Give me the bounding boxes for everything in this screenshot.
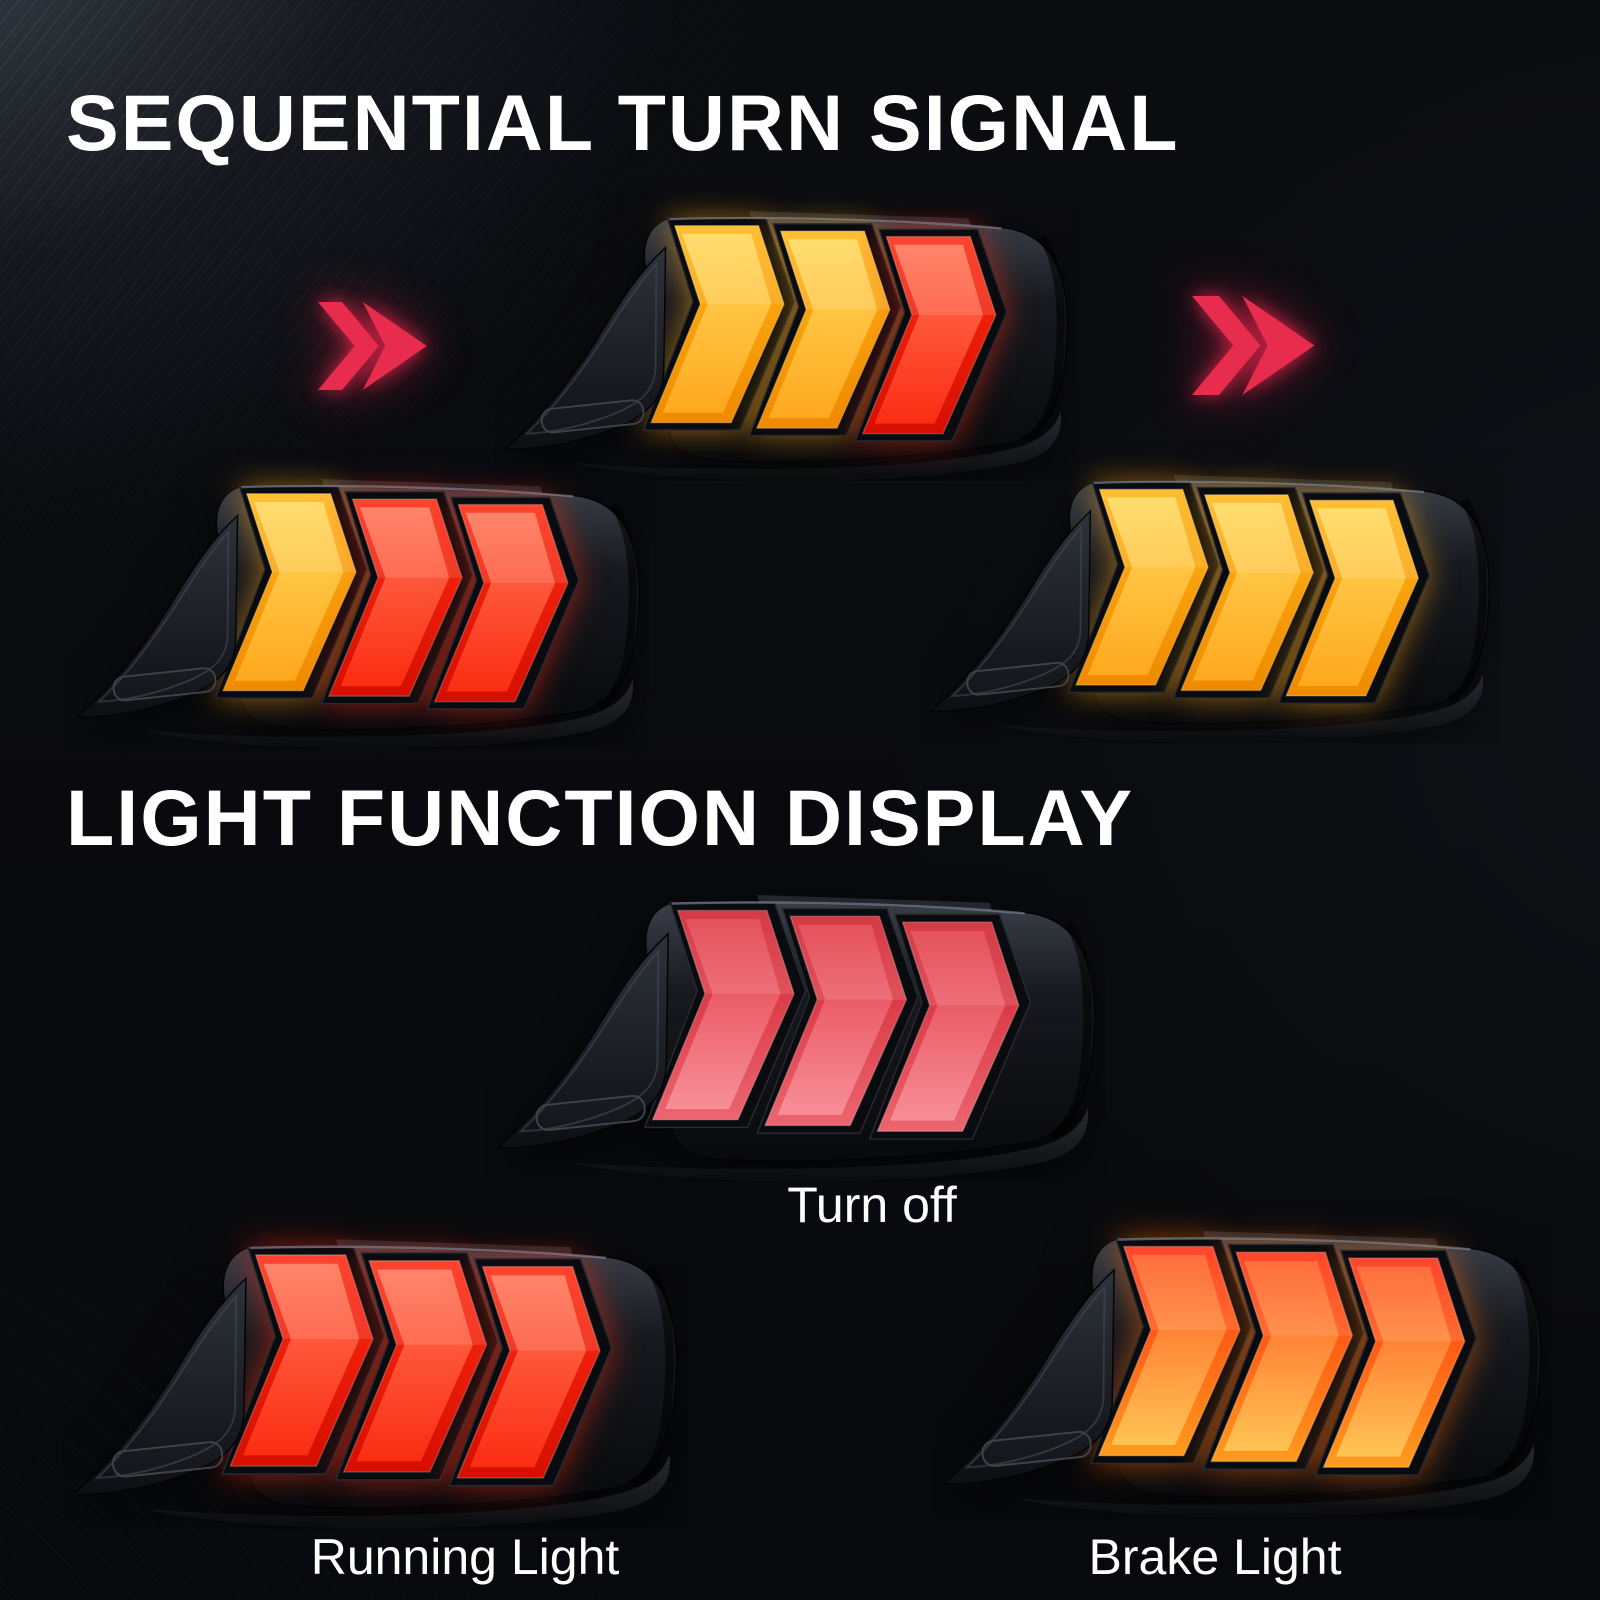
- taillight-brake-light: [932, 1198, 1552, 1518]
- sequence-arrow-icon-left: [318, 302, 430, 390]
- heading-sequential-turn-signal: SEQUENTIAL TURN SIGNAL: [66, 78, 1180, 167]
- taillight-turn-signal-stage-2: [494, 180, 1078, 482]
- taillight-running-light: [62, 1206, 688, 1529]
- taillight-turn-off: [486, 862, 1106, 1182]
- label-running-light: Running Light: [310, 1529, 620, 1585]
- taillight-turn-signal-stage-3: [920, 444, 1500, 744]
- taillight-turn-signal-stage-1: [66, 448, 650, 750]
- label-turn-off: Turn off: [787, 1177, 957, 1233]
- label-brake-light: Brake Light: [1088, 1529, 1342, 1585]
- sequence-arrow-icon-right: [1192, 296, 1318, 395]
- heading-light-function-display: LIGHT FUNCTION DISPLAY: [66, 773, 1135, 862]
